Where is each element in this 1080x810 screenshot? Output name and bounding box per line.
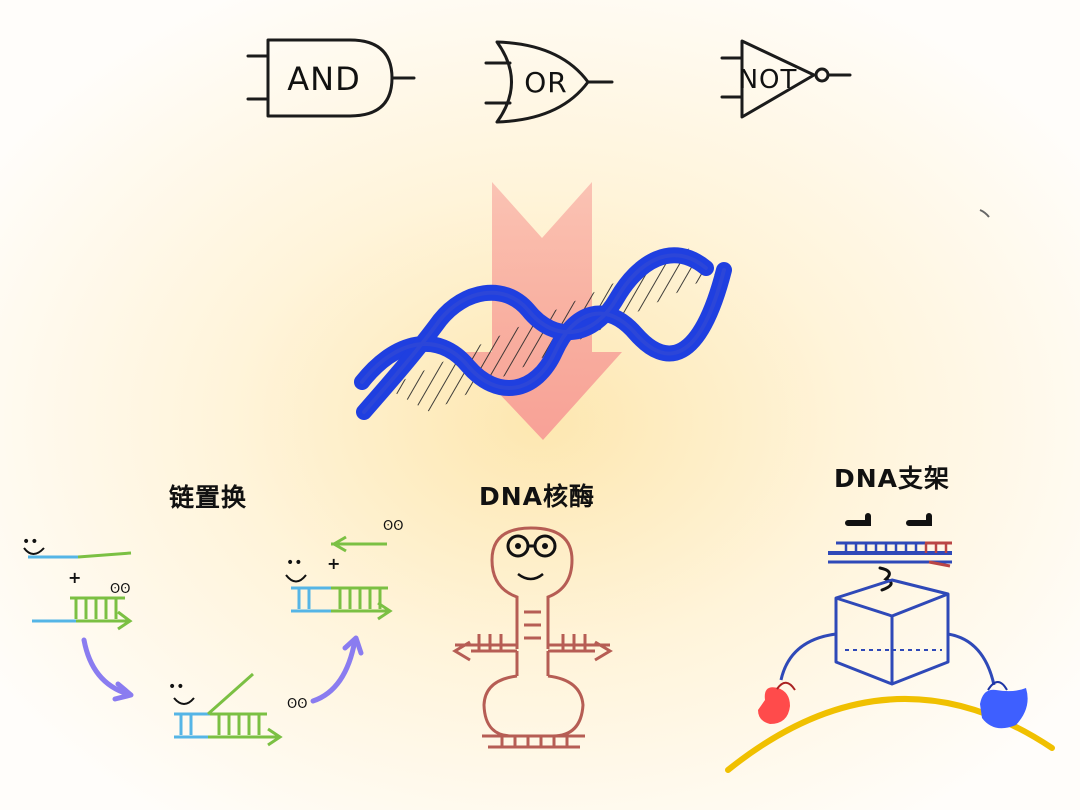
and-gate-icon: AND xyxy=(246,38,416,118)
dna-scaffold-title: DNA支架 xyxy=(834,464,950,493)
or-gate-label: OR xyxy=(524,66,568,99)
svg-text:ʘʘ: ʘʘ xyxy=(383,519,403,534)
plus-symbol-left: + xyxy=(68,568,81,587)
svg-text:••: •• xyxy=(22,534,39,550)
strand-state-left: •• + ʘʘ xyxy=(22,534,133,631)
strand-displacement-title: 链置换 xyxy=(169,483,247,512)
dna-scaffold-icon xyxy=(725,513,1055,773)
or-gate-icon: OR xyxy=(484,40,614,124)
dna-enzyme-icon xyxy=(452,526,613,749)
not-gate-label: NOT xyxy=(739,65,798,95)
strand-state-middle: •• ʘʘ xyxy=(168,672,307,747)
dna-double-helix-icon xyxy=(354,247,732,420)
svg-text:ʘʘ: ʘʘ xyxy=(287,697,307,712)
not-gate-icon: NOT xyxy=(720,39,852,119)
plus-symbol-right: + xyxy=(327,554,340,573)
strand-state-right: •• + ʘʘ xyxy=(285,519,403,621)
strand-displacement-icon: •• + ʘʘ •• xyxy=(22,519,403,747)
dna-enzyme-title: DNA核酶 xyxy=(479,482,595,511)
svg-text:••: •• xyxy=(168,679,185,695)
svg-text:••: •• xyxy=(286,555,303,571)
and-gate-label: AND xyxy=(287,60,360,98)
svg-text:ʘʘ: ʘʘ xyxy=(110,582,130,597)
